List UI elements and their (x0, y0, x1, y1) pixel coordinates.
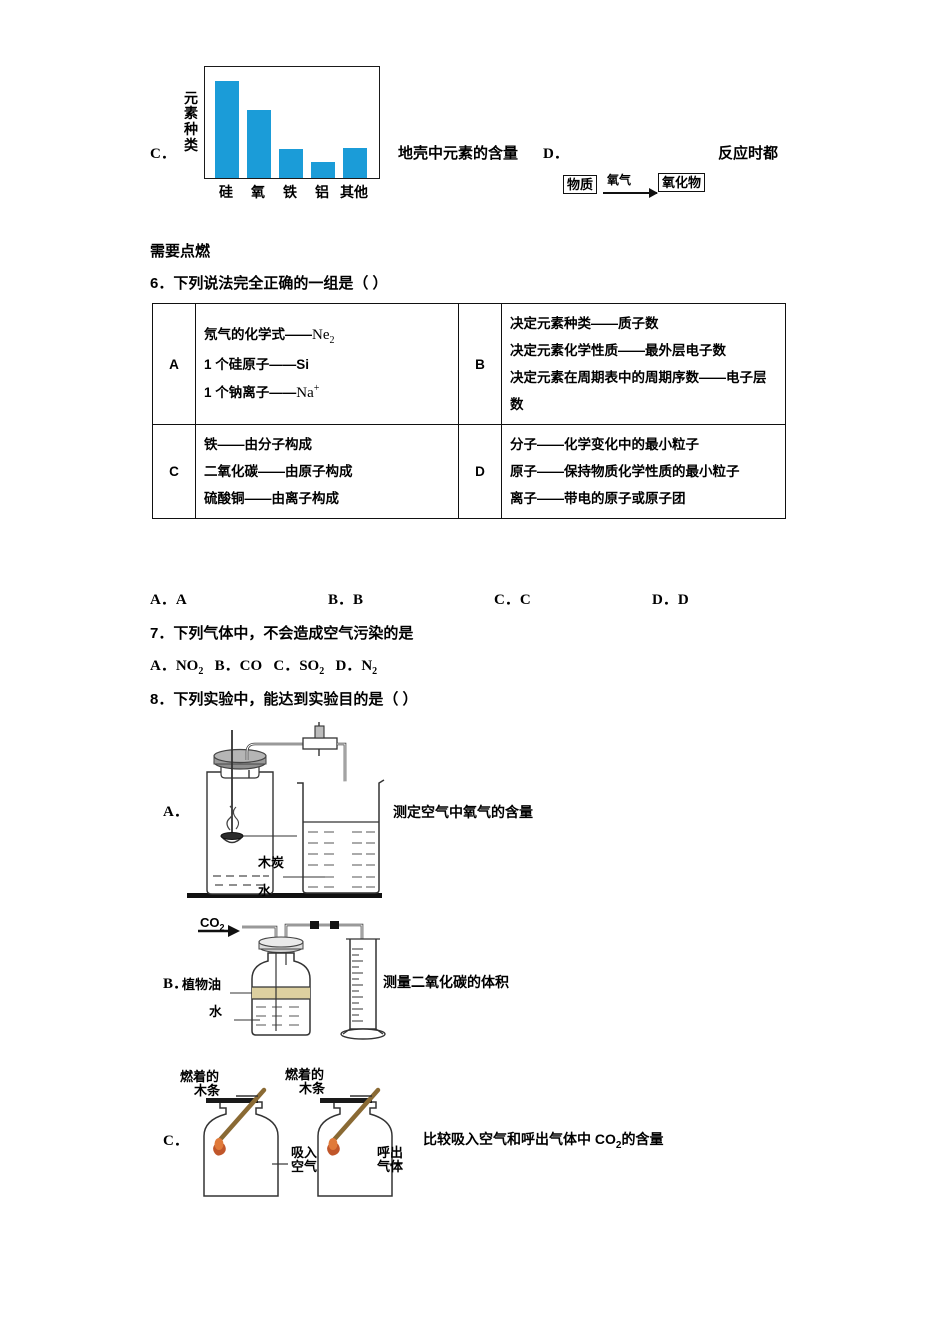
burning-splint-bottles-icon (203, 1087, 402, 1197)
bar-chart-plot-area (204, 66, 380, 179)
table-row: C 铁——由分子构成 二氧化碳——由原子构成 硫酸铜——由离子构成 D 分子——… (152, 424, 786, 519)
answer-choice-d[interactable]: D．D (652, 592, 689, 608)
question7-stem: 7．下列气体中，不会造成空气污染的是 (150, 625, 414, 642)
experiment-a-letter: A． (163, 804, 189, 820)
experiment-c-apparatus (190, 1070, 440, 1215)
option-key-b: B (458, 303, 502, 425)
chart-y-axis-label: 元 素 种 类 (180, 62, 202, 182)
x-label-铁: 铁 (283, 184, 297, 200)
flow-target-box: 氧化物 (658, 173, 706, 192)
bar-铁 (279, 149, 303, 178)
option-line: 决定元素种类——质子数 (510, 316, 659, 331)
option-line: 1 个硅原子——Si (204, 357, 310, 372)
inhaled-air-label: 吸入 空气 (291, 1145, 318, 1174)
answer-choice-a[interactable]: A．A (150, 592, 187, 608)
chemical-formula-ne2: Ne2 (312, 327, 335, 346)
bar-chart-bars (205, 67, 379, 178)
experiment-b-caption: 测量二氧化碳的体积 (383, 974, 509, 990)
x-label-氧: 氧 (251, 184, 265, 200)
experiment-c-caption: 比较吸入空气和呼出气体中 CO2的含量 (423, 1131, 664, 1151)
option-content-a: 氖气的化学式——Ne2 1 个硅原子——Si 1 个钠离子——Na+ (195, 303, 459, 425)
question5-option-c: C． 元 素 种 类 硅 氧 铁 铝其他 地壳中元素的含量 (150, 60, 570, 210)
option-line: 铁——由分子构成 (204, 437, 312, 452)
q7-option-c[interactable]: C．SO2 (273, 658, 325, 677)
option-line: 二氧化碳——由原子构成 (204, 464, 353, 479)
q7-option-b[interactable]: B．CO (214, 658, 263, 674)
bar-氧 (247, 109, 271, 178)
co2-volume-apparatus-icon (198, 921, 386, 1040)
experiment-a-caption: 测定空气中氧气的含量 (393, 804, 533, 820)
water-label-b: 水 (209, 1004, 223, 1019)
exhaled-gas-label: 呼出 气体 (377, 1145, 404, 1174)
chart-caption: 地壳中元素的含量 (398, 145, 519, 162)
bar-硅 (215, 81, 239, 178)
x-label-硅: 硅 (219, 184, 233, 200)
q7-option-d[interactable]: D．N2 (335, 658, 378, 677)
option-c-letter: C． (150, 146, 176, 162)
answer-choice-b[interactable]: B．B (328, 592, 364, 608)
water-label-a: 水 (258, 883, 272, 898)
option-line: 决定元素在周期表中的周期序数——电子层 (510, 370, 767, 385)
chart-y-axis-char: 种 (184, 121, 198, 137)
q7-option-a[interactable]: A．NO2 (150, 658, 204, 677)
chart-y-axis-char: 类 (184, 136, 198, 153)
option-key-c: C (152, 424, 196, 519)
option-line: 氖气的化学式——Ne2 (204, 327, 335, 346)
bar-铝 (311, 161, 335, 178)
option-content-b: 决定元素种类——质子数 决定元素化学性质——最外层电子数 决定元素在周期表中的周… (501, 303, 786, 425)
charcoal-label: 木炭 (258, 855, 285, 870)
oxygen-content-apparatus-icon (187, 722, 385, 898)
question6-options-table: A 氖气的化学式——Ne2 1 个硅原子——Si 1 个钠离子——Na+ B 决… (152, 303, 786, 519)
co2-inlet-label: CO2 (200, 915, 225, 933)
question7-options: A．NO2 B．CO C．SO2 D．N2 (150, 654, 377, 677)
option-line: 硫酸铜——由离子构成 (204, 491, 339, 506)
experiment-a-apparatus (185, 722, 395, 910)
question5-continuation-text: 需要点燃 (150, 243, 211, 260)
option-key-d: D (458, 424, 502, 519)
bar-chart-x-axis-labels: 硅 氧 铁 铝其他 (204, 182, 380, 206)
option-line: 数 (510, 397, 524, 412)
option-line: 原子——保持物质化学性质的最小粒子 (510, 464, 740, 479)
option-key-a: A (152, 303, 196, 425)
question6-stem: 6．下列说法完全正确的一组是（ ） (150, 275, 388, 292)
table-row: A 氖气的化学式——Ne2 1 个硅原子——Si 1 个钠离子——Na+ B 决… (152, 303, 786, 425)
experiment-b-letter: B． (163, 976, 189, 992)
experiment-c-letter: C． (163, 1133, 189, 1149)
flow-arrow-icon (603, 188, 658, 198)
chart-y-axis-char: 素 (184, 105, 198, 122)
flow-source-box: 物质 (563, 175, 598, 194)
question8-stem: 8．下列实验中，能达到实验目的是（ ） (150, 691, 418, 708)
option-line: 决定元素化学性质——最外层电子数 (510, 343, 726, 358)
option-content-c: 铁——由分子构成 二氧化碳——由原子构成 硫酸铜——由离子构成 (195, 424, 459, 519)
option-line: 1 个钠离子——Na+ (204, 383, 320, 401)
option-line: 离子——带电的原子或原子团 (510, 491, 686, 506)
chemical-formula-na-plus: Na+ (296, 383, 320, 401)
answer-choice-c[interactable]: C．C (494, 592, 531, 608)
option-content-d: 分子——化学变化中的最小粒子 原子——保持物质化学性质的最小粒子 离子——带电的… (501, 424, 786, 519)
oxidation-flow-diagram: 物质 氧气 氧化物 (563, 165, 723, 205)
experiment-b-apparatus (190, 903, 430, 1046)
burning-splint-label-left: 燃着的 木条 (180, 1069, 221, 1098)
flow-arrow-label: 氧气 (607, 173, 632, 187)
x-label-铝: 铝 (315, 184, 329, 200)
chart-y-axis-char: 元 (184, 89, 198, 106)
option-d-tail-text: 反应时都 (718, 146, 779, 162)
burning-splint-label-right: 燃着的 木条 (285, 1067, 326, 1096)
vegetable-oil-label: 植物油 (182, 977, 222, 992)
option-line: 分子——化学变化中的最小粒子 (510, 437, 699, 452)
option-d-letter: D． (543, 146, 569, 162)
bar-其他 (343, 148, 367, 178)
x-label-其他: 其他 (340, 184, 368, 200)
